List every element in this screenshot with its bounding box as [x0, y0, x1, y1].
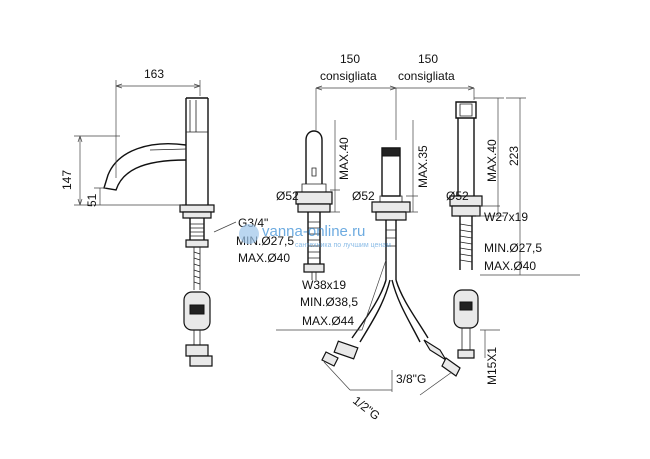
- watermark-text: vanna-online.ru: [262, 223, 365, 240]
- spout-width-dim: 163: [144, 67, 164, 81]
- spout-height-dim: 147: [60, 170, 74, 190]
- handle-1-spacing-dim: 150: [340, 52, 360, 66]
- handle-2-max-hole: MAX.Ø44: [302, 314, 354, 328]
- handshower-height-dim: 223: [507, 146, 521, 166]
- watermark-logo-icon: [239, 224, 259, 244]
- spout-view: [74, 80, 215, 367]
- handle-2-thread: W38x19: [302, 278, 346, 292]
- spout-outlet-height-dim: 51: [85, 193, 99, 207]
- handle-2-min-hole: MIN.Ø38,5: [300, 295, 358, 309]
- handshower-max-hole: MAX.Ø40: [484, 259, 536, 273]
- watermark-subtext: сантехника по лучшим ценам: [295, 242, 391, 249]
- handle-2-view: [321, 85, 475, 396]
- handle-2-inlet-hot: 1/2"G: [350, 393, 382, 423]
- spout-max-hole: MAX.Ø40: [238, 251, 290, 265]
- handshower-min-hole: MIN.Ø27,5: [484, 241, 542, 255]
- handle-2-base-dia: Ø52: [352, 189, 375, 203]
- handle-2-spacing-dim: 150: [418, 52, 438, 66]
- handshower-max-deck: MAX.40: [485, 139, 499, 182]
- handle-2-max-deck: MAX.35: [416, 145, 430, 188]
- handle-2-inlet-out: 3/8"G: [396, 372, 426, 386]
- handshower-view: [449, 97, 580, 359]
- handle-1-spacing-note: consigliata: [320, 69, 377, 83]
- handle-1-base-dia: Ø52: [276, 189, 299, 203]
- handle-1-view: [295, 85, 397, 280]
- handle-1-max-deck: MAX.40: [337, 137, 351, 180]
- handshower-hose-thread: M15X1: [485, 347, 499, 385]
- handle-2-spacing-note: consigliata: [398, 69, 455, 83]
- handshower-base-dia: Ø52: [446, 189, 469, 203]
- watermark: vanna-online.ru сантехника по лучшим цен…: [239, 223, 391, 249]
- handshower-thread: W27x19: [484, 210, 528, 224]
